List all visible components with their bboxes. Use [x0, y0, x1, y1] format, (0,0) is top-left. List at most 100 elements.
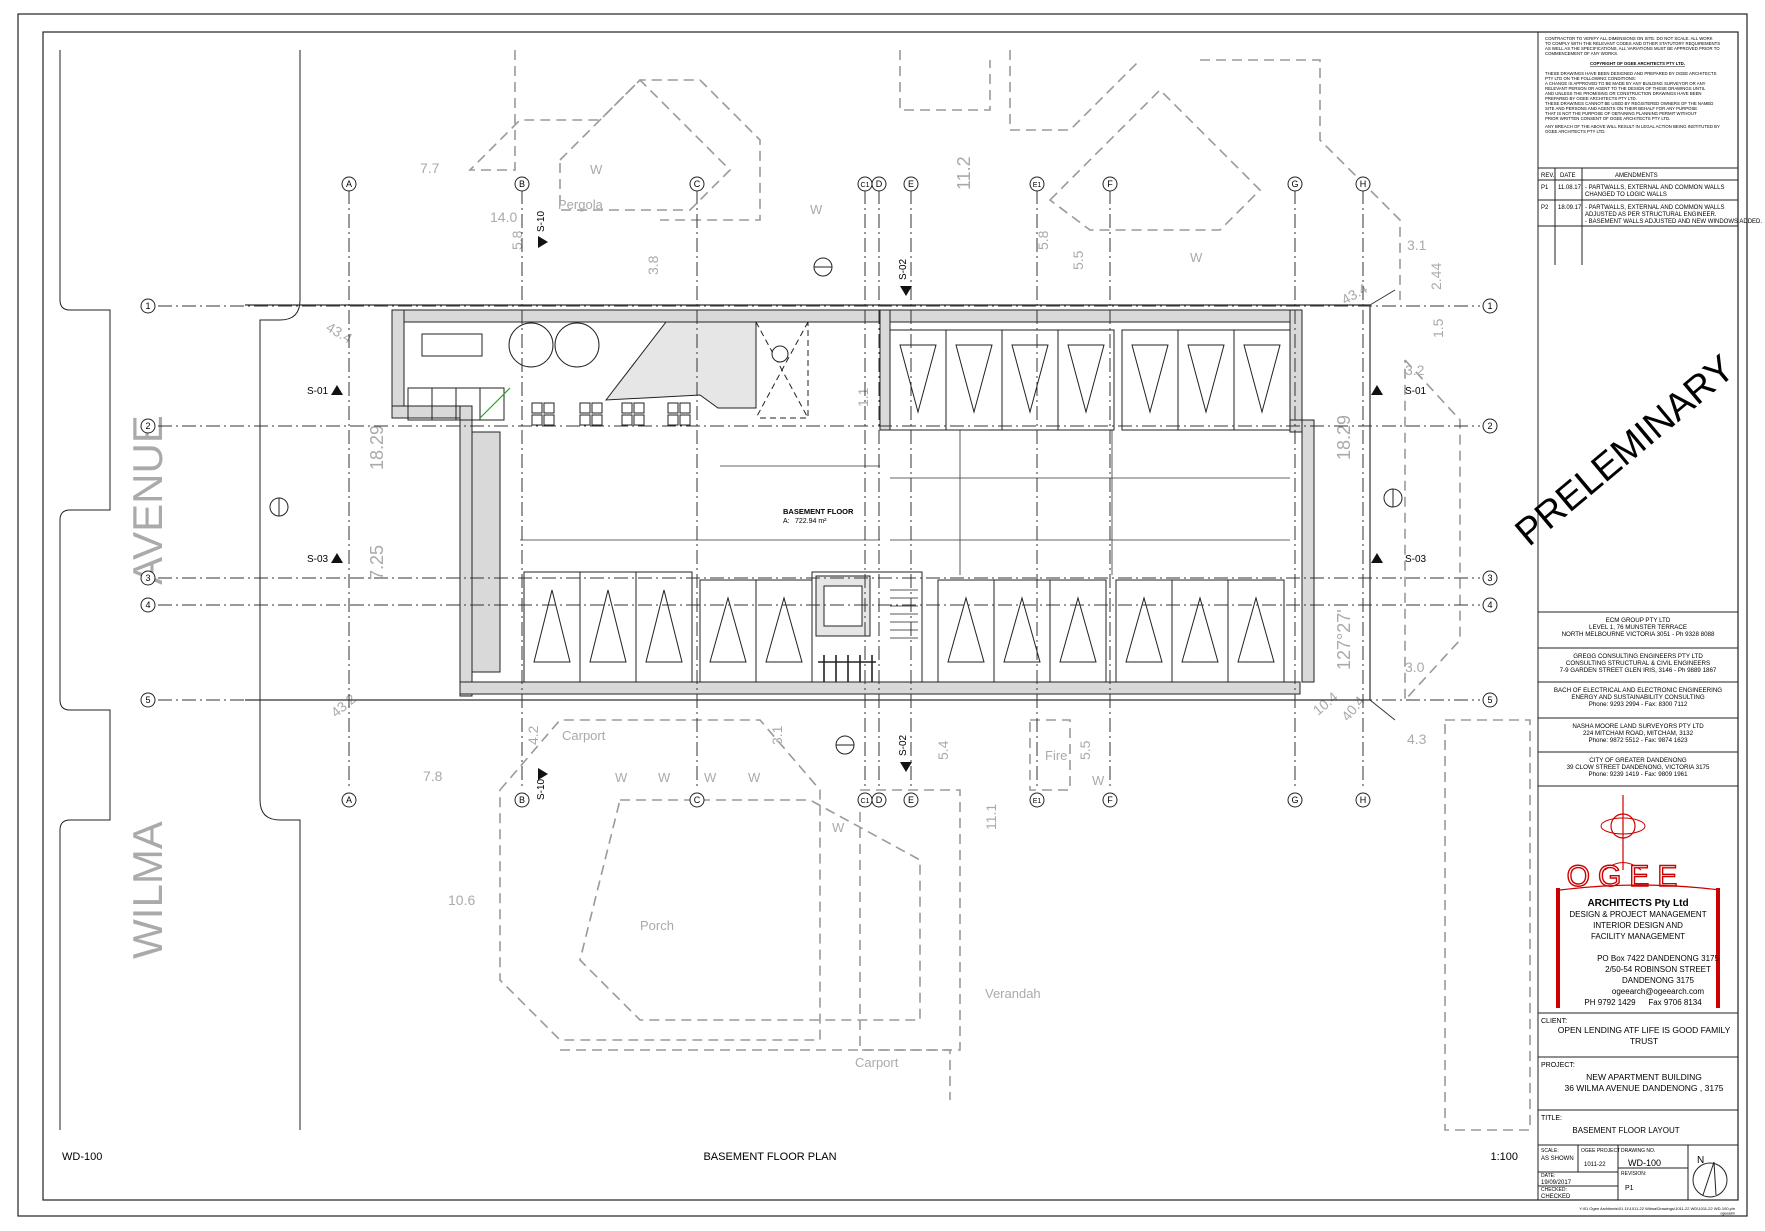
svg-text:AMENDMENTS: AMENDMENTS — [1615, 173, 1658, 179]
svg-text:11.08.17: 11.08.17 — [1558, 185, 1582, 191]
svg-text:OGEE ARCHITECTS PTY LTD.: OGEE ARCHITECTS PTY LTD. — [1545, 129, 1606, 134]
svg-text:CONSULTING STRUCTURAL & CIVIL: CONSULTING STRUCTURAL & CIVIL ENGINEERS — [1566, 660, 1710, 667]
context-label-carport-2: Carport — [855, 1055, 899, 1070]
svg-text:E: E — [908, 795, 914, 805]
svg-text:INTERIOR DESIGN AND: INTERIOR DESIGN AND — [1593, 921, 1683, 930]
water-tank-1 — [508, 322, 554, 368]
client-line-1: OPEN LENDING ATF LIFE IS GOOD FAMILY — [1558, 1025, 1731, 1035]
client-line-2: TRUST — [1630, 1036, 1658, 1046]
svg-text:F: F — [1107, 179, 1113, 189]
svg-text:PH 9792 1429: PH 9792 1429 — [1584, 998, 1636, 1007]
svg-text:W: W — [748, 770, 761, 785]
room-area: 722.94 m² — [795, 518, 827, 525]
file-path: Y:\01 Ogee Architects\01 11\1011-22 Wilm… — [1579, 1206, 1735, 1211]
svg-text:REVISION:: REVISION: — [1621, 1171, 1646, 1177]
svg-text:S-03: S-03 — [307, 554, 329, 565]
svg-text:NORTH MELBOURNE VICTORIA 3051: NORTH MELBOURNE VICTORIA 3051 - Ph 9328 … — [1562, 631, 1715, 638]
svg-text:SITE AND PERSONS AND AGENTS ON: SITE AND PERSONS AND AGENTS ON THEIR BEH… — [1545, 106, 1697, 111]
street-name-upper: AVENUE — [124, 415, 171, 585]
svg-text:W: W — [615, 770, 628, 785]
svg-text:COMMENCEMENT OF ANY WORKS.: COMMENCEMENT OF ANY WORKS. — [1545, 51, 1618, 56]
svg-text:5.5: 5.5 — [1077, 740, 1093, 760]
svg-text:P1: P1 — [1541, 185, 1549, 191]
svg-text:10.6: 10.6 — [448, 892, 475, 908]
info-grid: SCALE: AS SHOWN OGEE PROJECT 1011-22 DRA… — [1541, 1148, 1661, 1200]
window-marks: W W W W W W W W W — [590, 162, 1203, 835]
svg-text:H: H — [1360, 795, 1367, 805]
context-label-fire: Fire — [1045, 748, 1067, 763]
svg-text:4: 4 — [145, 600, 150, 610]
dimension-labels: 7.7 14.0 5.8 3.8 11.2 5.8 5.5 3.1 2.44 1… — [324, 156, 1447, 908]
svg-text:GREGG CONSULTING ENGINEERS PTY: GREGG CONSULTING ENGINEERS PTY LTD — [1573, 653, 1703, 660]
svg-text:S-10: S-10 — [536, 210, 547, 232]
svg-text:RELEVANT PERSON OR AGENT TO TH: RELEVANT PERSON OR AGENT TO THE DESIGN O… — [1545, 86, 1706, 91]
water-tank-2 — [554, 322, 600, 368]
svg-text:1.1: 1.1 — [855, 387, 871, 407]
plan-scale: 1:100 — [1490, 1151, 1518, 1163]
svg-text:W: W — [704, 770, 717, 785]
context-label-carport-1: Carport — [562, 728, 606, 743]
svg-text:DESIGN & PROJECT MANAGEMENT: DESIGN & PROJECT MANAGEMENT — [1569, 910, 1706, 919]
title-value: BASEMENT FLOOR LAYOUT — [1572, 1126, 1679, 1135]
svg-text:W: W — [810, 202, 823, 217]
svg-text:18.29: 18.29 — [367, 425, 387, 470]
svg-text:ENERGY AND SUSTAINABILITY CONS: ENERGY AND SUSTAINABILITY CONSULTING — [1571, 694, 1704, 701]
svg-text:- BASEMENT WALLS ADJUSTED AND: - BASEMENT WALLS ADJUSTED AND NEW WINDOW… — [1585, 219, 1762, 225]
svg-text:DANDENONG 3175: DANDENONG 3175 — [1622, 976, 1695, 985]
svg-text:FACILITY MANAGEMENT: FACILITY MANAGEMENT — [1591, 932, 1685, 941]
svg-text:P2: P2 — [1541, 205, 1549, 211]
svg-text:1: 1 — [145, 301, 150, 311]
svg-text:PREPARED BY OGEE ARCHITECTS PT: PREPARED BY OGEE ARCHITECTS PTY LTD. — [1545, 96, 1637, 101]
svg-text:ARCHITECTS Pty Ltd: ARCHITECTS Pty Ltd — [1587, 898, 1688, 909]
svg-text:THESE DRAWINGS CANNOT BE USED: THESE DRAWINGS CANNOT BE USED BY REGISTE… — [1545, 101, 1713, 106]
svg-text:18.09.17: 18.09.17 — [1558, 205, 1582, 211]
north-arrow-icon: N — [1692, 1155, 1728, 1198]
kerb-line-right — [259, 50, 301, 1130]
svg-text:E1: E1 — [1033, 798, 1042, 805]
svg-text:PO Box 7422 DANDENONG 3175: PO Box 7422 DANDENONG 3175 — [1597, 954, 1719, 963]
svg-text:CHECKED: CHECKED — [1541, 1194, 1571, 1200]
svg-text:ECM GROUP PTY LTD: ECM GROUP PTY LTD — [1606, 617, 1671, 624]
svg-text:N: N — [1697, 1155, 1704, 1166]
section-markers: S-01 S-03 S-01 S-03 S-02 S-02 S-10 S-10 — [307, 210, 1427, 800]
svg-text:39 CLOW STREET DANDENONG, VICT: 39 CLOW STREET DANDENONG, VICTORIA 3175 — [1567, 764, 1710, 771]
svg-text:S-01: S-01 — [1405, 386, 1427, 397]
street-name-lower: WILMA — [124, 821, 171, 959]
storage-units — [531, 402, 691, 426]
svg-text:PRIOR WRITTEN CONSENT OF OGEE: PRIOR WRITTEN CONSENT OF OGEE ARCHITECTS… — [1545, 116, 1670, 121]
svg-text:P1: P1 — [1625, 1185, 1634, 1192]
aisle-lines — [520, 430, 1290, 575]
svg-text:224 MITCHAM ROAD, MITCHAM, 313: 224 MITCHAM ROAD, MITCHAM, 3132 — [1583, 730, 1694, 737]
svg-text:4: 4 — [1487, 600, 1492, 610]
svg-text:AS WELL AS THE SPECIFICATIONS.: AS WELL AS THE SPECIFICATIONS. ALL VARIA… — [1545, 46, 1720, 51]
svg-text:3.8: 3.8 — [645, 255, 661, 275]
svg-text:S-01: S-01 — [307, 386, 329, 397]
svg-text:W: W — [1092, 773, 1105, 788]
plan-area: AVENUE WILMA Pergola Carport Porch Veran… — [59, 50, 1531, 1163]
svg-text:4.2: 4.2 — [525, 725, 541, 745]
plan-title: BASEMENT FLOOR PLAN — [703, 1151, 836, 1163]
svg-text:C: C — [694, 795, 701, 805]
svg-text:1.5: 1.5 — [1430, 318, 1446, 338]
svg-text:TO COMPLY WITH THE RELEVANT CO: TO COMPLY WITH THE RELEVANT CODES AND OT… — [1545, 41, 1720, 46]
svg-text:7.7: 7.7 — [420, 160, 440, 176]
svg-text:DATE: DATE — [1560, 173, 1576, 179]
svg-text:3: 3 — [145, 573, 150, 583]
svg-text:43.2: 43.2 — [328, 690, 359, 720]
svg-text:5.8: 5.8 — [1035, 230, 1051, 250]
file-user: ogeeadm — [1720, 1212, 1735, 1216]
svg-text:2/50-54 ROBINSON STREET: 2/50-54 ROBINSON STREET — [1605, 965, 1711, 974]
consultants: ECM GROUP PTY LTD LEVEL 1, 76 MUNSTER TE… — [1554, 617, 1722, 778]
svg-text:W: W — [832, 820, 845, 835]
svg-text:7-9 GARDEN STREET GLEN IRIS, 3: 7-9 GARDEN STREET GLEN IRIS, 3146 - Ph 9… — [1560, 667, 1717, 674]
svg-text:19/09/2017: 19/09/2017 — [1541, 1180, 1572, 1186]
svg-text:REV.: REV. — [1541, 173, 1555, 179]
svg-text:NASHA MOORE LAND SURVEYORS PTY: NASHA MOORE LAND SURVEYORS PTY LTD — [1572, 723, 1704, 730]
ramp-structure — [604, 321, 757, 409]
context-label-verandah: Verandah — [985, 986, 1041, 1001]
svg-text:127°27': 127°27' — [1334, 609, 1354, 670]
svg-text:C: C — [694, 179, 701, 189]
grid-bubbles-top: A B C C1 D E E1 F G H — [341, 176, 1371, 192]
svg-text:7.25: 7.25 — [367, 545, 387, 580]
